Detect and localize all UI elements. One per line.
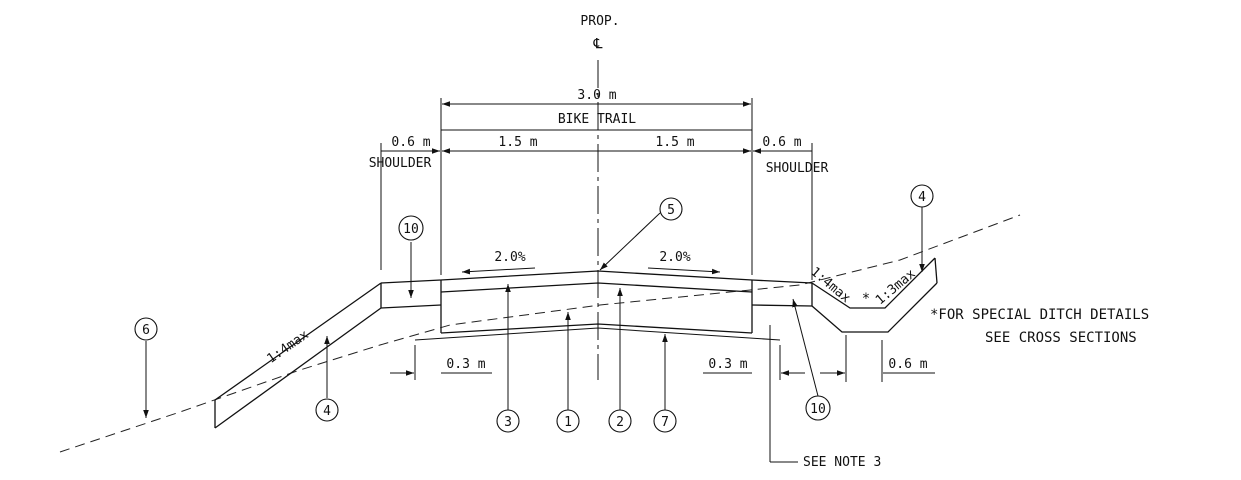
shoulder-left-label: SHOULDER — [369, 156, 432, 171]
trail-base-bottom — [440, 323, 753, 334]
centerline-symbol: ℄ — [593, 36, 603, 52]
svg-text:2: 2 — [616, 415, 624, 430]
trail-base-top — [440, 282, 753, 293]
svg-text:10: 10 — [403, 222, 419, 237]
callout-4-right: 4 — [910, 184, 934, 208]
dim-shoulder-left: 0.6 m — [391, 135, 430, 150]
slope-left-label: 2.0% — [494, 250, 525, 265]
slope-right-label: 2.0% — [659, 250, 690, 265]
svg-text:1: 1 — [564, 415, 572, 430]
callout-3: 3 — [496, 409, 520, 433]
centerline-label: PROP. — [580, 14, 619, 29]
leader-10-right — [792, 298, 819, 397]
svg-text:4: 4 — [918, 190, 926, 205]
fill-slope-top — [214, 282, 382, 401]
dim-offset-left: 0.3 m — [446, 357, 485, 372]
subgrade-line — [414, 327, 781, 341]
see-note-text: SEE NOTE 3 — [803, 455, 881, 470]
dim-offset-right: 0.3 m — [708, 357, 747, 372]
slope-left-arrow — [461, 267, 536, 275]
svg-text:4: 4 — [323, 404, 331, 419]
svg-text:6: 6 — [142, 323, 150, 338]
ditch-note-line2: SEE CROSS SECTIONS — [985, 330, 1137, 346]
dim-ditch-bottom: 0.6 m — [888, 357, 927, 372]
svg-text:5: 5 — [667, 203, 675, 218]
shoulder-right-label: SHOULDER — [766, 161, 829, 176]
bike-trail-label: BIKE TRAIL — [558, 112, 636, 127]
trail-surface — [440, 270, 753, 281]
dim-right-half: 1.5 m — [655, 135, 694, 150]
svg-text:3: 3 — [504, 415, 512, 430]
ditch-foreslope-ratio: 1:4max — [807, 264, 853, 306]
svg-text:10: 10 — [810, 402, 826, 417]
fill-slope-bottom — [214, 307, 382, 429]
shoulder-right-top — [751, 279, 813, 284]
ditch-back-edge — [934, 257, 938, 284]
callout-6: 6 — [134, 317, 158, 341]
shoulder-left-bottom — [380, 304, 442, 309]
dim-left-half: 1.5 m — [498, 135, 537, 150]
callout-10-left: 10 — [398, 215, 424, 241]
callout-2: 2 — [608, 409, 632, 433]
callout-7: 7 — [653, 409, 677, 433]
ditch-backslope-ratio: 1:3max — [873, 266, 919, 308]
ditch-top — [811, 257, 936, 309]
fill-slope-ratio: 1:4max — [264, 327, 311, 366]
callout-1: 1 — [556, 409, 580, 433]
existing-ground-line — [59, 214, 1021, 453]
callout-5: 5 — [659, 197, 683, 221]
leader-5 — [599, 212, 661, 271]
ditch-bottom — [811, 282, 938, 333]
slope-right-arrow — [647, 267, 721, 275]
shoulder-right-bottom — [751, 304, 813, 307]
dim-shoulder-right: 0.6 m — [762, 135, 801, 150]
svg-text:7: 7 — [661, 415, 669, 430]
callout-10-right: 10 — [805, 395, 831, 421]
ditch-asterisk: * — [862, 291, 870, 307]
ditch-note-line1: *FOR SPECIAL DITCH DETAILS — [930, 307, 1149, 323]
dim-overall-width: 3.0 m — [577, 88, 616, 103]
callout-4-left: 4 — [315, 398, 339, 422]
